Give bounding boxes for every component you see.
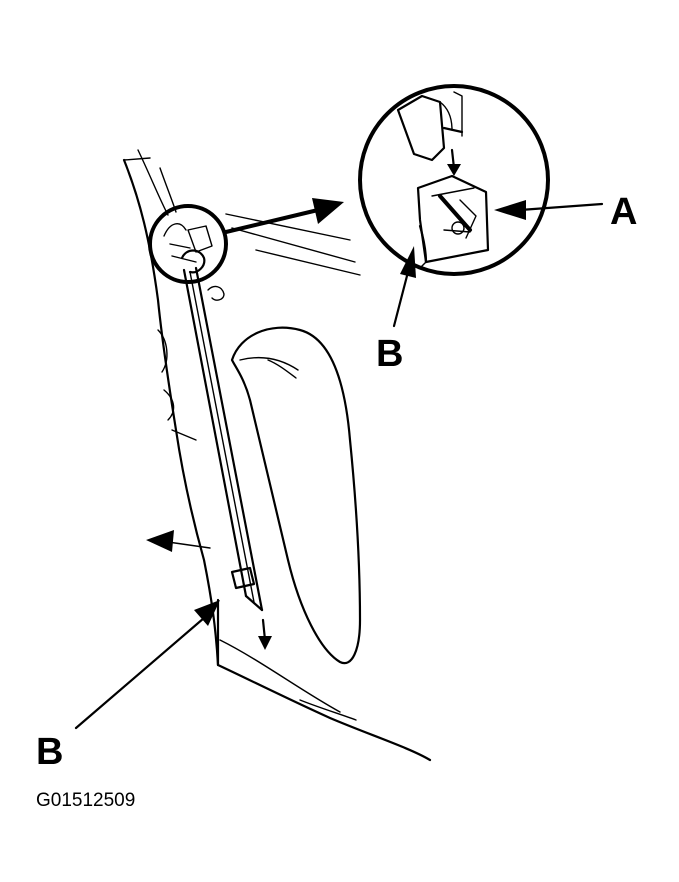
- callout-b-main-arrow: [74, 600, 220, 730]
- callout-b-detail-label: B: [376, 333, 403, 375]
- door-opening: [230, 326, 362, 665]
- detail-circle-small: [148, 204, 228, 284]
- callout-a-label: A: [610, 191, 637, 233]
- figure-code: G01512509: [36, 790, 135, 811]
- clip-pointer-arrow: [146, 530, 211, 552]
- magnify-arrow: [224, 198, 344, 234]
- callout-b-detail-arrow: [392, 246, 416, 328]
- detail-circle-large: [358, 84, 550, 276]
- callout-a-arrow: [494, 200, 604, 220]
- glass-run-channel: [180, 249, 272, 650]
- callout-b-main-label: B: [36, 731, 63, 773]
